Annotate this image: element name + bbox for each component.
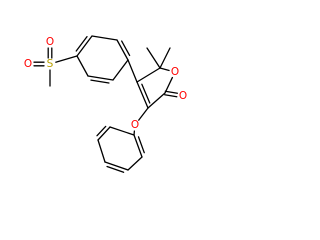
bond-C2-C1	[147, 92, 166, 109]
atom-o-s-top: O	[44, 36, 56, 48]
bond-O_ring-C2	[164, 76, 174, 94]
bond-C2-O_carbonyl-b	[164, 90, 179, 94]
bond-C2-O_carbonyl-a	[164, 94, 178, 98]
atom-symbol: O	[179, 90, 187, 102]
atom-symbol: O	[46, 36, 54, 48]
bond-A4-A5	[112, 59, 129, 81]
bond-C4-Me2	[159, 47, 171, 69]
atom-symbol: O	[171, 66, 179, 78]
atom-s: S	[44, 58, 56, 70]
bond-A2-A3	[91, 35, 118, 41]
bond-A5-A6-b	[90, 79, 110, 84]
bond-B3-B4-b	[106, 165, 125, 173]
bond-B1-B2-a	[97, 126, 111, 141]
atom-symbol: O	[131, 119, 139, 131]
bond-B2-B3	[97, 139, 106, 163]
bond-B1-B2-b	[96, 125, 107, 137]
atom-symbol: S	[47, 58, 54, 70]
bond-C3-C4	[136, 67, 161, 83]
bond-A3-A4-a	[116, 39, 129, 61]
atom-symbol: O	[24, 58, 32, 70]
atom-o-phenoxy: O	[129, 119, 141, 131]
bond-C4-O_ring	[159, 67, 170, 72]
bond-B5-B6-a	[133, 134, 143, 158]
atom-o-carbonyl: O	[177, 90, 189, 102]
bond-C1-C3-b	[141, 83, 151, 104]
bonds	[33, 35, 179, 173]
bond-B6-B1	[109, 126, 135, 136]
bond-B4-B5	[127, 156, 143, 171]
bond-A5-A6-a	[87, 75, 114, 81]
bond-A6-A1	[76, 55, 89, 77]
bond-A4-C3	[127, 59, 138, 83]
atom-o-ring: O	[169, 66, 181, 78]
bond-B5-B6-b	[137, 136, 145, 154]
bond-C1-O_phenoxy	[137, 107, 149, 121]
atom-o-s-left: O	[22, 58, 34, 70]
bond-B3-B4-a	[104, 161, 129, 171]
bond-A1-A2-a	[76, 35, 93, 57]
bond-A3-A4-b	[121, 40, 131, 57]
bond-A1-A2-b	[75, 35, 88, 52]
bond-C4-Me1	[146, 47, 161, 69]
bond-C1-C3-a	[136, 81, 149, 109]
bond-S-A1	[55, 55, 78, 63]
